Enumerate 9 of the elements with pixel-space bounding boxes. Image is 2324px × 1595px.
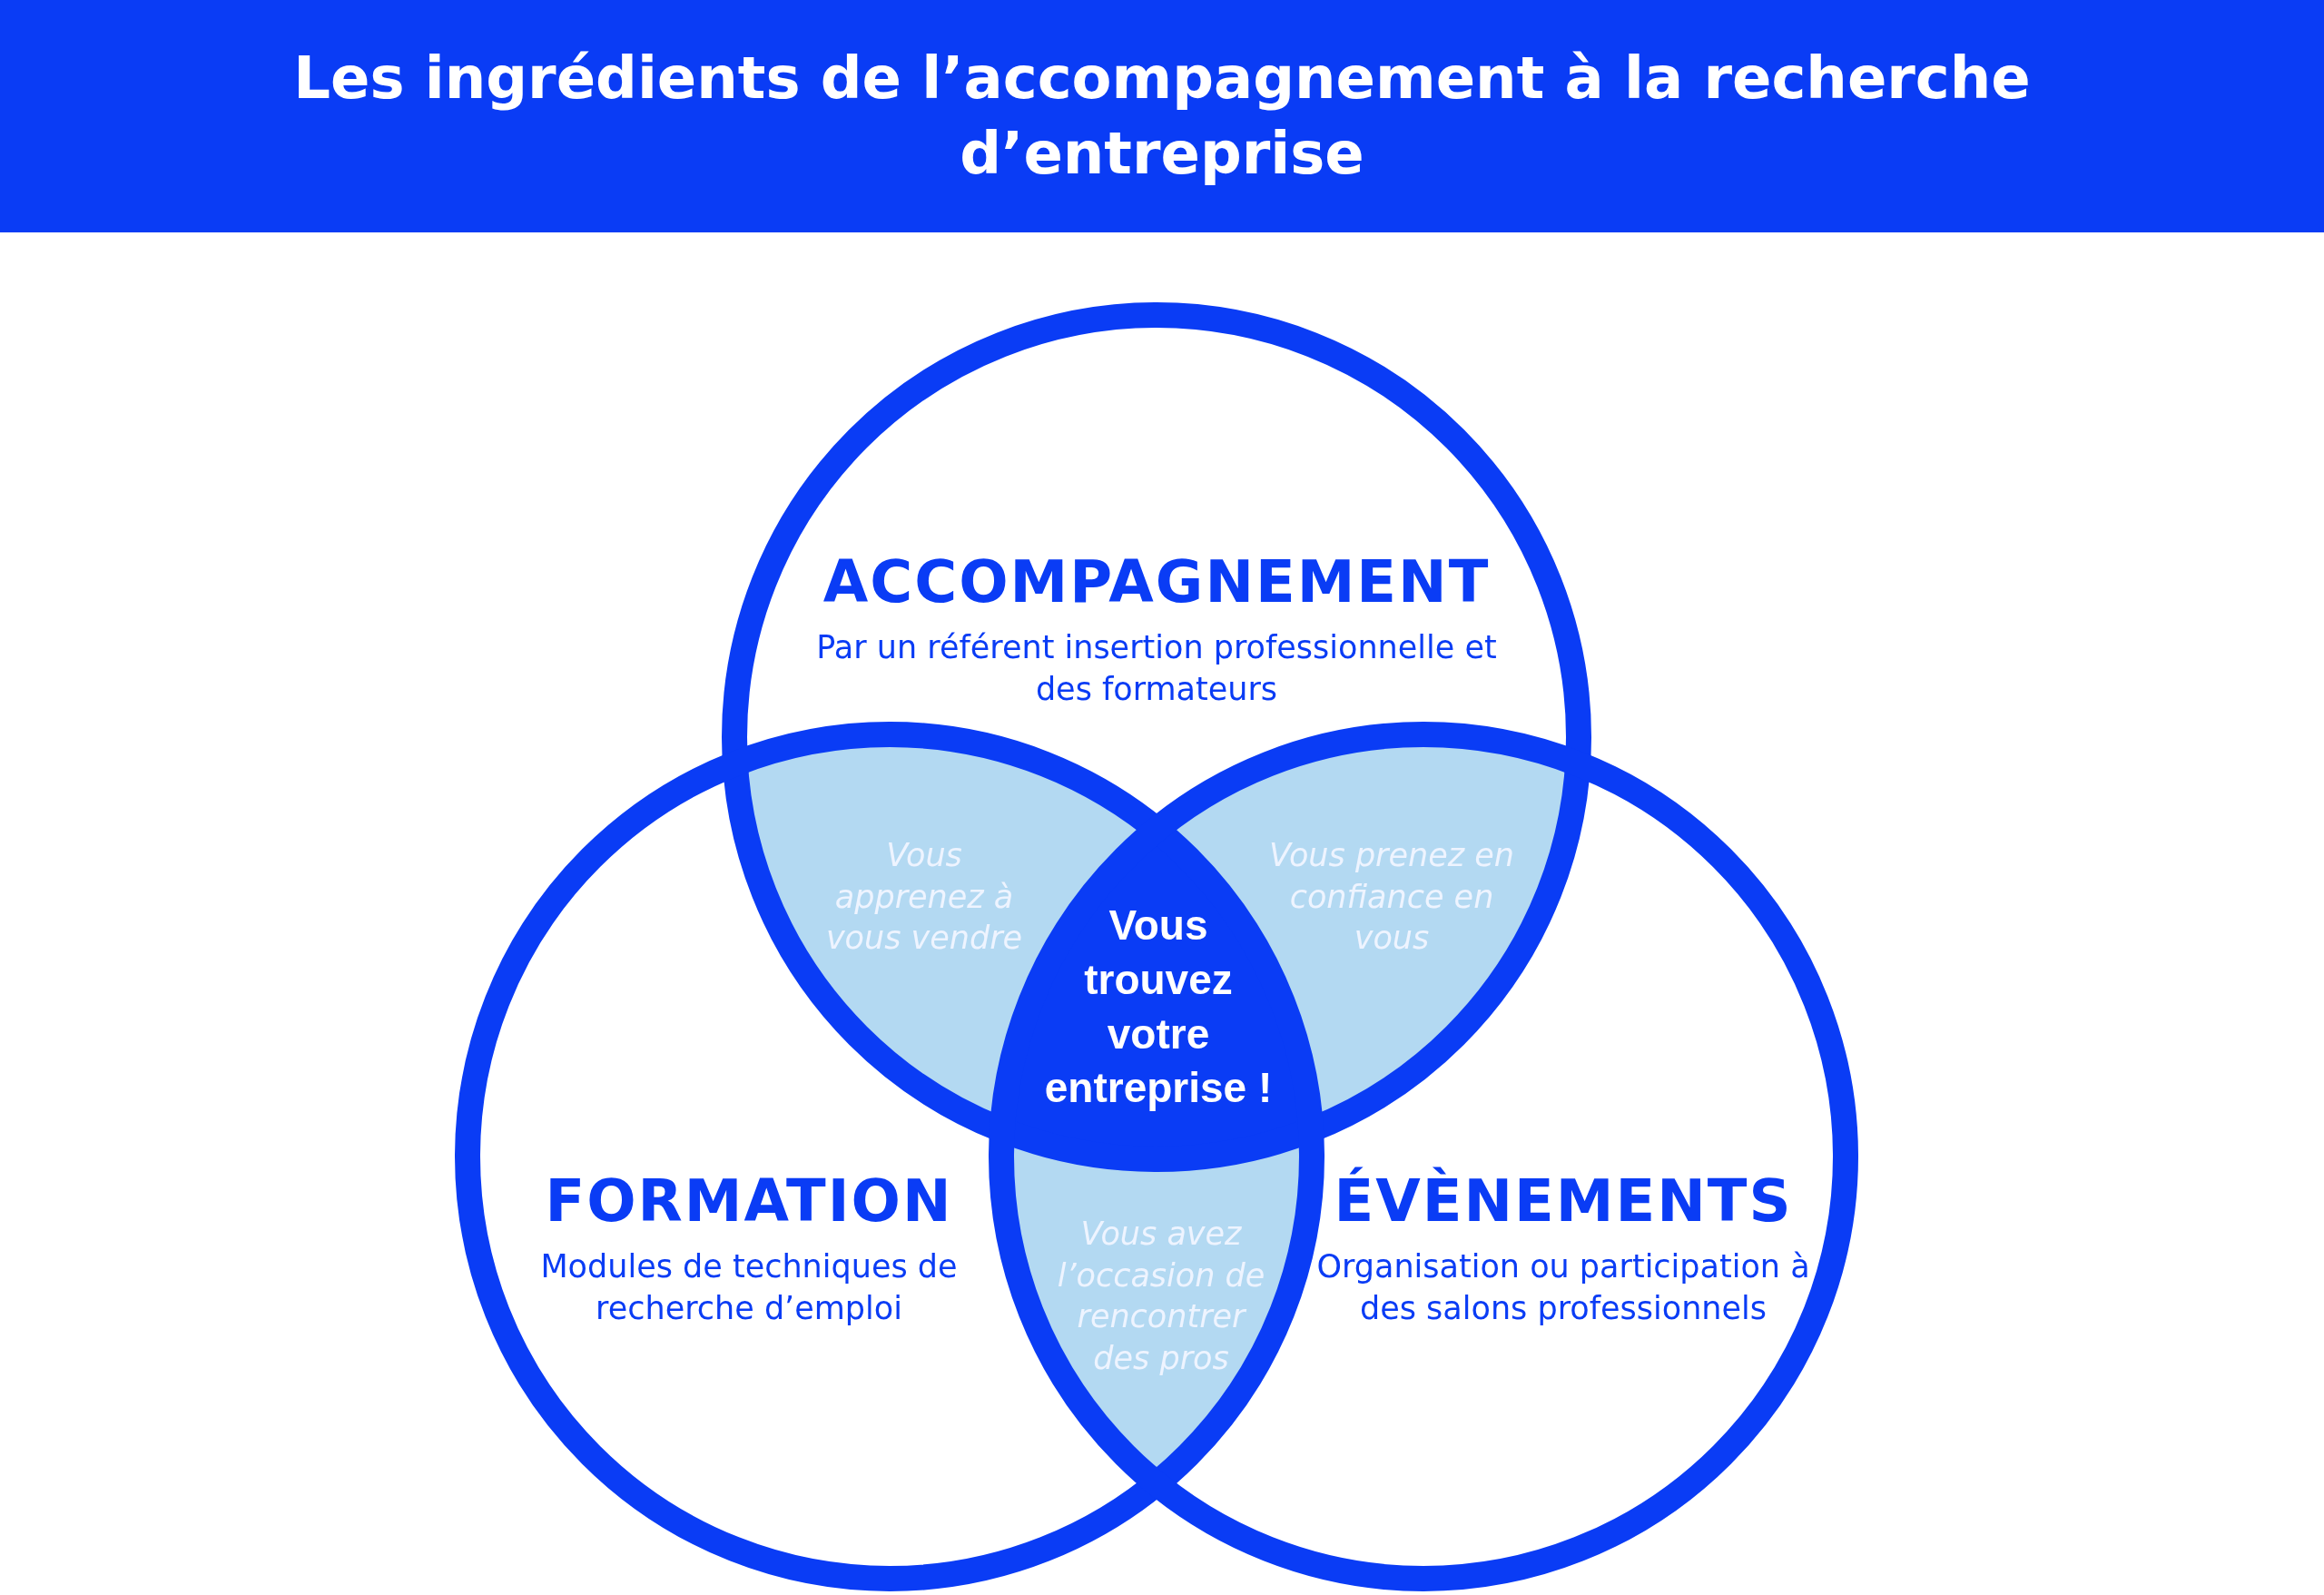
circle-description: Par un référent insertion professionnelle et des formateurs bbox=[815, 628, 1498, 709]
circle-heading: ACCOMPAGNEMENT bbox=[822, 547, 1491, 617]
title: Les ingrédients de l’accompagnement à la recherche d’entreprise bbox=[292, 43, 2032, 189]
circle-heading: ÉVÈNEMENTS bbox=[1334, 1166, 1793, 1236]
circle-description: Modules de techniques de recherche d’emploi bbox=[539, 1247, 959, 1328]
circle-description: Organisation ou participation à des salons professionnels bbox=[1315, 1247, 1811, 1328]
overlap-text: Vous apprenez à vous vendre bbox=[824, 836, 1024, 958]
circle-heading: FORMATION bbox=[545, 1167, 953, 1236]
overlap-text: Vous avez l’occasion de rencontrer des pros bbox=[1056, 1215, 1266, 1378]
